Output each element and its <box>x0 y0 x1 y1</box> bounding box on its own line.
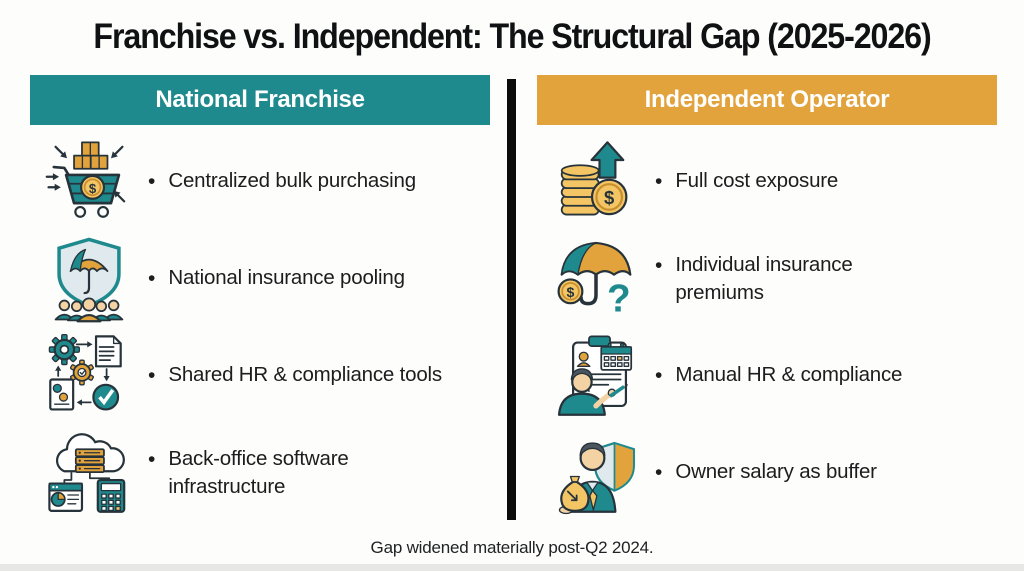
bullet: • <box>148 447 156 471</box>
column-divider <box>507 79 516 520</box>
list-item-label: Back-office software infrastructure <box>168 446 349 498</box>
list-item-label: Manual HR & compliance <box>675 362 903 386</box>
franchise-column: National Franchise <box>30 75 490 521</box>
independent-column-header: Independent Operator <box>537 75 997 125</box>
bullet: • <box>148 266 156 290</box>
svg-text:?: ? <box>607 277 631 320</box>
bullet: • <box>148 363 156 387</box>
umbrella-premium-icon: $ ? <box>537 235 655 323</box>
svg-text:$: $ <box>89 181 97 196</box>
list-item: • Shared HR & compliance tools <box>30 327 490 424</box>
list-item-label: Owner salary as buffer <box>675 459 877 483</box>
list-item-label: Centralized bulk purchasing <box>168 168 416 192</box>
bullet: • <box>655 253 663 277</box>
bulk-purchasing-cart-icon: $ <box>30 138 148 226</box>
list-item: • National insurance pooling <box>30 230 490 327</box>
owner-money-bag-icon <box>537 429 655 517</box>
list-item: • Owner salary as buffer <box>537 424 997 521</box>
bullet: • <box>655 169 663 193</box>
bullet: • <box>655 363 663 387</box>
footnote: Gap widened materially post-Q2 2024. <box>370 538 654 557</box>
franchise-column-header: National Franchise <box>30 75 490 125</box>
list-item: $ ? • Individual insurance premiums <box>537 230 997 327</box>
list-item: $ • Full cost exposure <box>537 133 997 230</box>
cloud-software-icon <box>30 429 148 517</box>
insurance-pool-shield-icon <box>30 235 148 323</box>
rising-cost-coins-icon: $ <box>537 138 655 226</box>
hr-compliance-gears-icon <box>30 332 148 420</box>
list-item: • Manual HR & compliance <box>537 327 997 424</box>
independent-column: Independent Operator $ <box>537 75 997 521</box>
svg-text:$: $ <box>604 187 615 208</box>
manual-paperwork-icon <box>537 332 655 420</box>
svg-text:$: $ <box>567 284 575 300</box>
list-item: $ • Centralized bulk purchasing <box>30 133 490 230</box>
list-item-label: Individual insurance premiums <box>675 252 853 304</box>
list-item-label: Full cost exposure <box>675 168 839 192</box>
list-item: • Back-office software infrastructure <box>30 424 490 521</box>
bottom-edge-strip <box>0 564 1024 571</box>
bullet: • <box>148 169 156 193</box>
list-item-label: Shared HR & compliance tools <box>168 362 442 386</box>
page-title: Franchise vs. Independent: The Structura… <box>93 17 931 56</box>
list-item-label: National insurance pooling <box>168 265 405 289</box>
bullet: • <box>655 460 663 484</box>
